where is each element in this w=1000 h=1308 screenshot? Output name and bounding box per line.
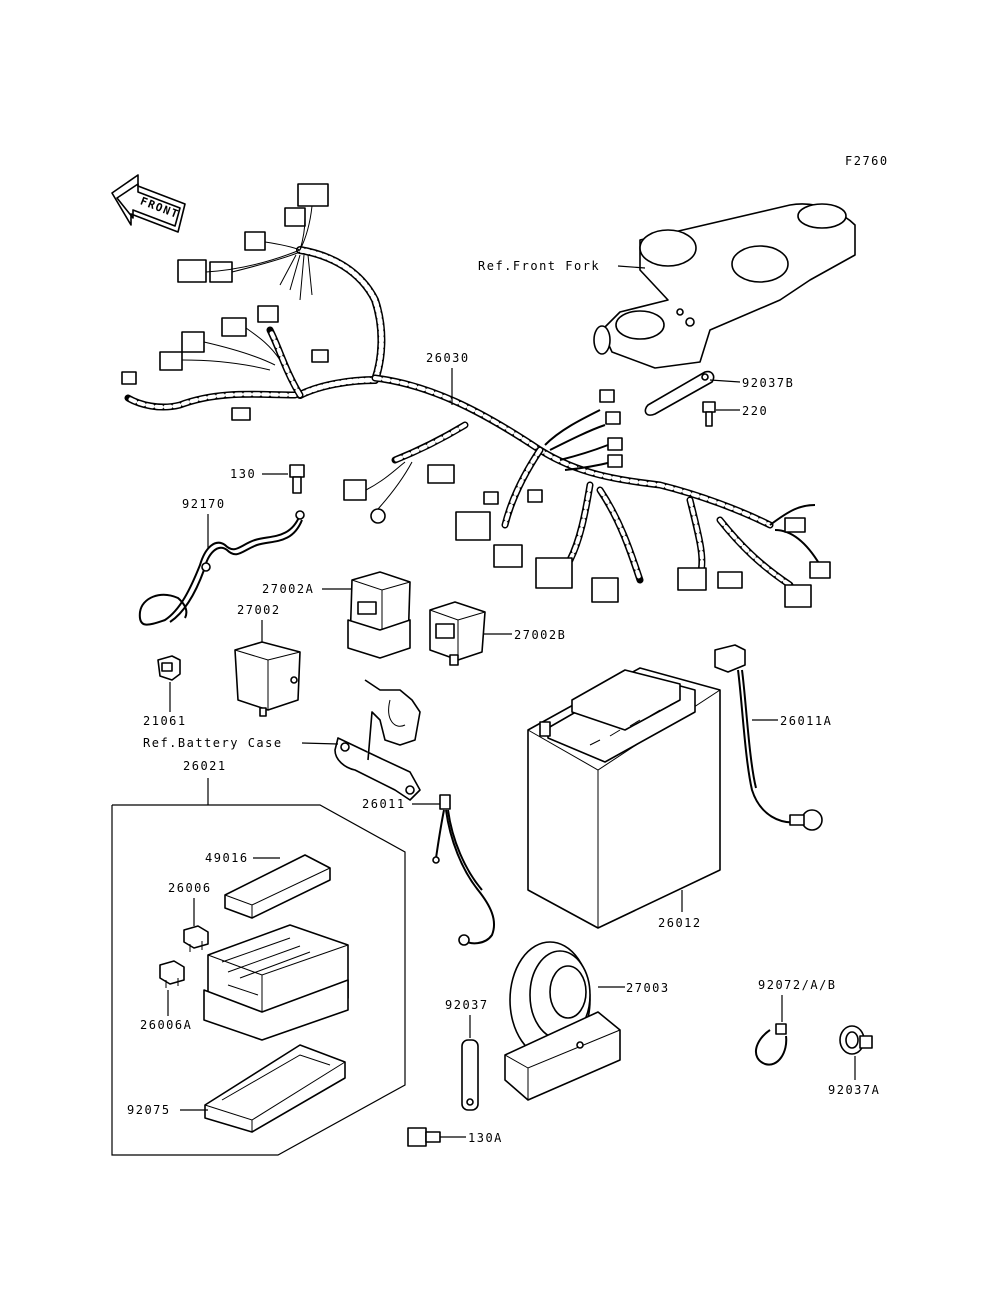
horn-27003 <box>504 941 621 1101</box>
label-clamp-92072: 92072/A/B <box>758 978 837 992</box>
relay-27002a <box>347 571 411 659</box>
bracket-92037 <box>461 1039 479 1111</box>
bolt-130a <box>407 1127 441 1147</box>
battery-26012 <box>527 667 721 929</box>
label-fuse-26006: 26006 <box>168 881 212 895</box>
label-clamp-92037a: 92037A <box>828 1083 880 1097</box>
label-lead-26011a: 26011A <box>780 714 832 728</box>
wire-clamp-92170 <box>138 510 305 626</box>
front-direction-arrow: FRONT <box>111 174 186 233</box>
label-battery-case-ref: Ref.Battery Case <box>143 736 283 750</box>
label-bolt-130a: 130A <box>468 1131 503 1145</box>
label-bolt-220: 220 <box>742 404 768 418</box>
battery-case-bracket <box>334 679 421 801</box>
battery-lead-26011a <box>714 644 823 831</box>
label-fuse-26006a: 26006A <box>140 1018 192 1032</box>
label-bracket-92037: 92037 <box>445 998 489 1012</box>
label-bracket-92037b: 92037B <box>742 376 794 390</box>
label-battery-26012: 26012 <box>658 916 702 930</box>
fuse-cover-49016 <box>224 854 331 919</box>
label-harness: 26030 <box>426 351 470 365</box>
front-fork-bracket <box>593 203 856 369</box>
label-relay-27002b: 27002B <box>514 628 566 642</box>
bolt-220 <box>702 401 716 427</box>
fuse-26006 <box>183 925 209 952</box>
fuse-box-body <box>203 924 349 1041</box>
label-front-fork-ref: Ref.Front Fork <box>478 259 600 273</box>
label-part-21061: 21061 <box>143 714 187 728</box>
clamp-92072 <box>755 1023 788 1066</box>
label-cover-49016: 49016 <box>205 851 249 865</box>
figure-code: F2760 <box>845 154 889 168</box>
label-bolt-130: 130 <box>230 467 256 481</box>
fuse-cover-92075 <box>204 1044 346 1133</box>
battery-lead-26011 <box>432 794 496 946</box>
label-relay-27002: 27002 <box>237 603 281 617</box>
part-21061 <box>157 655 181 681</box>
main-harness <box>121 183 831 608</box>
label-fusebox-group: 26021 <box>183 759 227 773</box>
relay-27002 <box>234 641 301 717</box>
bolt-130 <box>289 464 305 494</box>
bracket-92037b <box>644 370 715 416</box>
label-lead-26011: 26011 <box>362 797 406 811</box>
label-cover-92075: 92075 <box>127 1103 171 1117</box>
fusebox-group-frame <box>111 804 406 1156</box>
fuse-26006a <box>159 960 185 988</box>
label-wire-92170: 92170 <box>182 497 226 511</box>
label-horn-27003: 27003 <box>626 981 670 995</box>
clamp-92037a <box>839 1025 873 1055</box>
label-relay-27002a: 27002A <box>262 582 314 596</box>
relay-27002b <box>429 601 486 666</box>
